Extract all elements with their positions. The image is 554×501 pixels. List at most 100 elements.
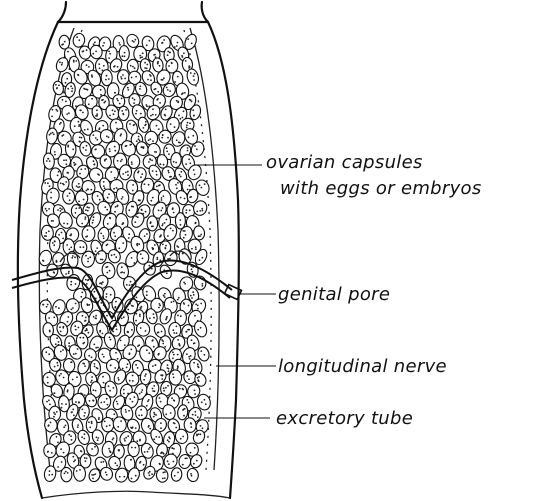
embryo-dot: [91, 376, 93, 378]
embryo-dot: [106, 398, 108, 400]
embryo-dot: [135, 320, 137, 322]
egg-capsule: [169, 370, 182, 386]
embryo-dot: [112, 109, 114, 111]
embryo-dot: [167, 364, 169, 366]
embryo-dot: [171, 397, 173, 399]
embryo-dot: [173, 354, 175, 356]
embryo-dot: [152, 365, 154, 367]
embryo-dot: [51, 116, 53, 118]
embryo-dot: [100, 233, 102, 235]
embryo-dot: [151, 226, 153, 228]
embryo-dot: [59, 326, 61, 328]
embryo-dot: [107, 223, 109, 225]
embryo-dot: [103, 461, 105, 463]
embryo-dot: [200, 350, 202, 352]
embryo-dot: [149, 428, 151, 430]
embryo-dot: [160, 210, 162, 212]
embryo-dot: [146, 104, 148, 106]
embryo-dot: [83, 199, 85, 201]
embryo-dot: [92, 478, 94, 480]
embryo-dot: [79, 137, 81, 139]
embryo-dot: [177, 368, 179, 370]
embryo-dot: [136, 110, 138, 112]
embryo-dot: [52, 242, 54, 244]
embryo-dot: [130, 65, 132, 67]
embryo-dot: [125, 437, 127, 439]
embryo-dot: [81, 436, 83, 438]
embryo-dot: [88, 421, 90, 423]
embryo-dot: [121, 110, 123, 112]
embryo-dot: [126, 367, 128, 369]
embryo-dot: [171, 62, 173, 64]
embryo-dot: [182, 388, 184, 390]
embryo-dot: [148, 184, 150, 186]
embryo-dot: [58, 307, 60, 309]
embryo-dot: [123, 389, 125, 391]
embryo-dot: [168, 153, 170, 155]
embryo-dot: [156, 174, 158, 176]
embryo-dot: [58, 234, 60, 236]
embryo-dot: [182, 117, 184, 119]
embryo-dot: [179, 142, 181, 144]
embryo-dot: [127, 174, 129, 176]
embryo-dot: [197, 308, 199, 310]
embryo-dot: [157, 332, 159, 334]
embryo-dot: [47, 451, 49, 453]
embryo-dot: [158, 185, 160, 187]
embryo-dot: [103, 401, 105, 403]
embryo-dot: [97, 173, 99, 175]
embryo-dot: [114, 211, 116, 213]
embryo-dot: [190, 473, 192, 475]
embryo-dot: [175, 162, 177, 164]
embryo-dot: [198, 380, 200, 382]
embryo-dot: [146, 294, 148, 296]
embryo-dot: [106, 209, 108, 211]
embryo-dot: [184, 283, 186, 285]
embryo-dot: [168, 441, 170, 443]
embryo-dot: [166, 317, 168, 319]
embryo-dot: [127, 435, 129, 437]
embryo-dot: [90, 381, 92, 383]
embryo-dot: [167, 54, 169, 56]
embryo-dot: [64, 41, 66, 43]
embryo-dot: [174, 423, 176, 425]
embryo-dot: [129, 380, 131, 382]
embryo-dot: [70, 85, 72, 87]
embryo-dot: [120, 160, 122, 162]
embryo-dot: [86, 457, 88, 459]
embryo-dot: [155, 171, 157, 173]
embryo-dot: [78, 402, 80, 404]
embryo-dot: [200, 433, 202, 435]
embryo-dot: [102, 259, 104, 261]
embryo-dot: [187, 147, 189, 149]
embryo-dot: [122, 242, 124, 244]
embryo-dot: [150, 75, 152, 77]
embryo-dot: [141, 306, 143, 308]
embryo-dot: [107, 197, 109, 199]
embryo-dot: [202, 283, 204, 285]
embryo-dot: [196, 434, 198, 436]
embryo-dot: [42, 304, 44, 306]
embryo-dot: [166, 219, 168, 221]
embryo-dot: [103, 237, 105, 239]
embryo-dot: [103, 185, 105, 187]
egg-capsule: [186, 468, 199, 483]
embryo-dot: [146, 405, 148, 407]
embryo-dot: [167, 439, 169, 441]
embryo-dot: [144, 62, 146, 64]
embryo-dot: [146, 68, 148, 70]
embryo-dot: [97, 437, 99, 439]
embryo-dot: [119, 103, 121, 105]
embryo-dot: [173, 301, 175, 303]
embryo-dot: [176, 326, 178, 328]
embryo-dot: [50, 133, 52, 135]
egg-capsule: [49, 236, 60, 252]
embryo-dot: [174, 46, 176, 48]
embryo-dot: [133, 102, 135, 104]
embryo-dot: [113, 254, 115, 256]
embryo-dot: [125, 411, 127, 413]
embryo-dot: [44, 182, 46, 184]
embryo-dot: [177, 42, 179, 44]
embryo-dot: [197, 416, 199, 418]
embryo-dot: [144, 451, 146, 453]
